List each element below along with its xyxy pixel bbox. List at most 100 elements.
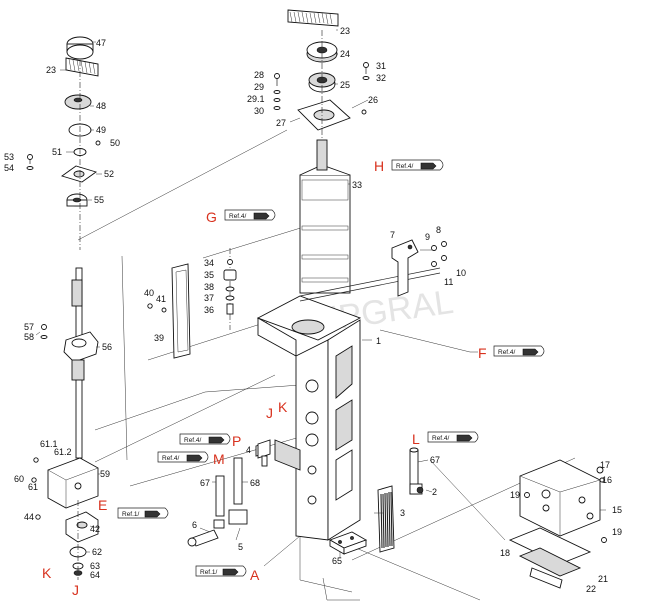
top-belt-assembly [287,9,351,160]
part-22: 22 [586,584,596,594]
ref-label-l: Ref.4/ [432,435,450,442]
part-10: 10 [456,268,466,278]
bottom-bracket-59 [47,457,99,580]
part-51: 51 [52,147,62,157]
part-65: 65 [332,556,342,566]
part-62: 62 [92,547,102,557]
part-64: 64 [90,570,100,580]
part-33: 33 [352,180,362,190]
ref-label-h: Ref.4/ [396,163,414,170]
part-50: 50 [110,138,120,148]
part-44: 44 [24,512,34,522]
part-15: 15 [612,505,622,515]
part-18: 18 [500,548,510,558]
part-19-right: 19 [612,527,622,537]
part-67-right: 67 [430,455,440,465]
ref-label-g: Ref.4/ [229,213,247,220]
part-21: 21 [598,574,608,584]
ref-label-k: Ref.4/ [184,437,202,444]
plate-part-39 [147,263,191,359]
part-24: 24 [340,49,350,59]
part-61-2: 61.2 [54,447,72,457]
part-25: 25 [340,80,350,90]
part-28: 28 [254,70,264,80]
part-54: 54 [4,163,14,173]
small-parts-34-38 [223,248,237,330]
part-41: 41 [156,294,166,304]
part-36: 36 [204,305,214,315]
part-61-1: 61.1 [40,439,58,449]
part-40: 40 [144,288,154,298]
letter-m: M [213,451,225,467]
letter-k-lower: K [42,565,52,581]
letter-g: G [206,209,217,225]
part-37: 37 [204,293,214,303]
part-32: 32 [376,73,386,83]
ref-callouts: Ref.4/ Ref.4/ Ref.4/ Ref.4/ Ref.4/ Ref.4… [117,159,545,577]
part-17: 17 [600,460,610,470]
part-48: 48 [96,101,106,111]
bracket-part-65 [328,531,368,555]
letter-l: L [412,431,420,447]
part-35: 35 [204,270,214,280]
part-23-left: 23 [46,65,56,75]
letter-k-upper: K [278,399,288,415]
part-16: 16 [602,475,612,485]
part-8: 8 [436,225,441,235]
motor-part-33 [299,139,351,294]
ref-label-m: Ref.4/ [162,455,180,462]
part-49: 49 [96,125,106,135]
part-59: 59 [100,469,110,479]
part-39: 39 [154,333,164,343]
bracket-part-7 [391,239,447,297]
part-1: 1 [376,336,381,346]
right-bracket-assembly [508,459,607,589]
part-63: 63 [90,561,100,571]
part-30: 30 [254,106,264,116]
part-19-left: 19 [510,490,520,500]
part-9: 9 [425,232,430,242]
ref-label-a: Ref.1/ [200,569,218,576]
letter-f: F [478,345,487,361]
part-52: 52 [104,169,114,179]
part-4: 4 [246,445,251,455]
part-5: 5 [238,542,243,552]
part-number-labels: 1 2 3 4 5 6 7 8 9 10 11 15 16 17 18 19 1… [4,26,622,594]
part-29: 29 [254,82,264,92]
lower-fittings [187,439,424,547]
part-27: 27 [276,118,286,128]
letter-j-lower: J [72,582,79,598]
part-26: 26 [368,95,378,105]
part-42: 42 [90,524,100,534]
letter-p: P [232,433,241,449]
part-56: 56 [102,342,112,352]
part-47: 47 [96,38,106,48]
part-3: 3 [400,508,405,518]
part-23-top: 23 [340,26,350,36]
part-61: 61 [28,482,38,492]
ref-label-f: Ref.4/ [498,349,516,356]
part-34: 34 [204,258,214,268]
letter-j-upper: J [266,405,273,421]
small-screws [26,62,370,520]
part-6: 6 [192,520,197,530]
part-55: 55 [94,195,104,205]
part-57: 57 [24,322,34,332]
part-7: 7 [390,230,395,240]
part-2: 2 [432,487,437,497]
main-frame-column [255,267,441,541]
letter-a: A [250,567,260,583]
part-60: 60 [14,474,24,484]
red-reference-letters: H G F J K P M L E A K J [42,158,487,598]
part-68: 68 [250,478,260,488]
letter-h: H [374,158,384,174]
part-29-1: 29.1 [247,94,265,104]
part-11: 11 [444,277,453,287]
barcode-label-part-3 [377,485,395,553]
part-67-left: 67 [200,478,210,488]
part-31: 31 [376,61,386,71]
leader-lines [35,29,606,558]
letter-e: E [98,497,107,513]
